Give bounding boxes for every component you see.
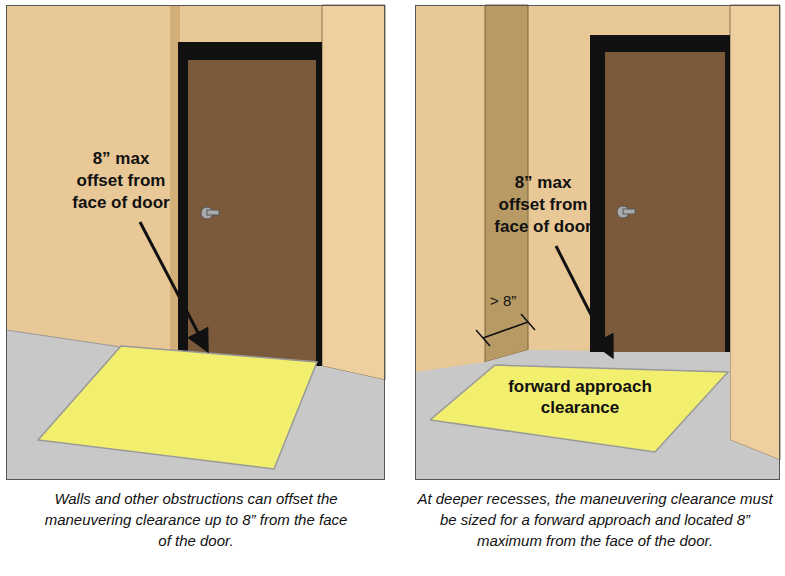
- caption-text: At deeper recesses, the maneuvering clea…: [410, 488, 780, 551]
- clearance-area: forward approach clearance: [430, 362, 730, 454]
- leader-arrow: [556, 246, 611, 354]
- area-label: forward approach clearance: [495, 376, 665, 418]
- offset-note: 8” max offset from face of door: [70, 148, 172, 214]
- offset-note: 8” max offset from face of door: [492, 172, 594, 238]
- caption-text: Walls and other obstructions can offset …: [40, 488, 352, 551]
- dimension-label: > 8”: [490, 292, 516, 310]
- clearance-outline: [430, 365, 728, 452]
